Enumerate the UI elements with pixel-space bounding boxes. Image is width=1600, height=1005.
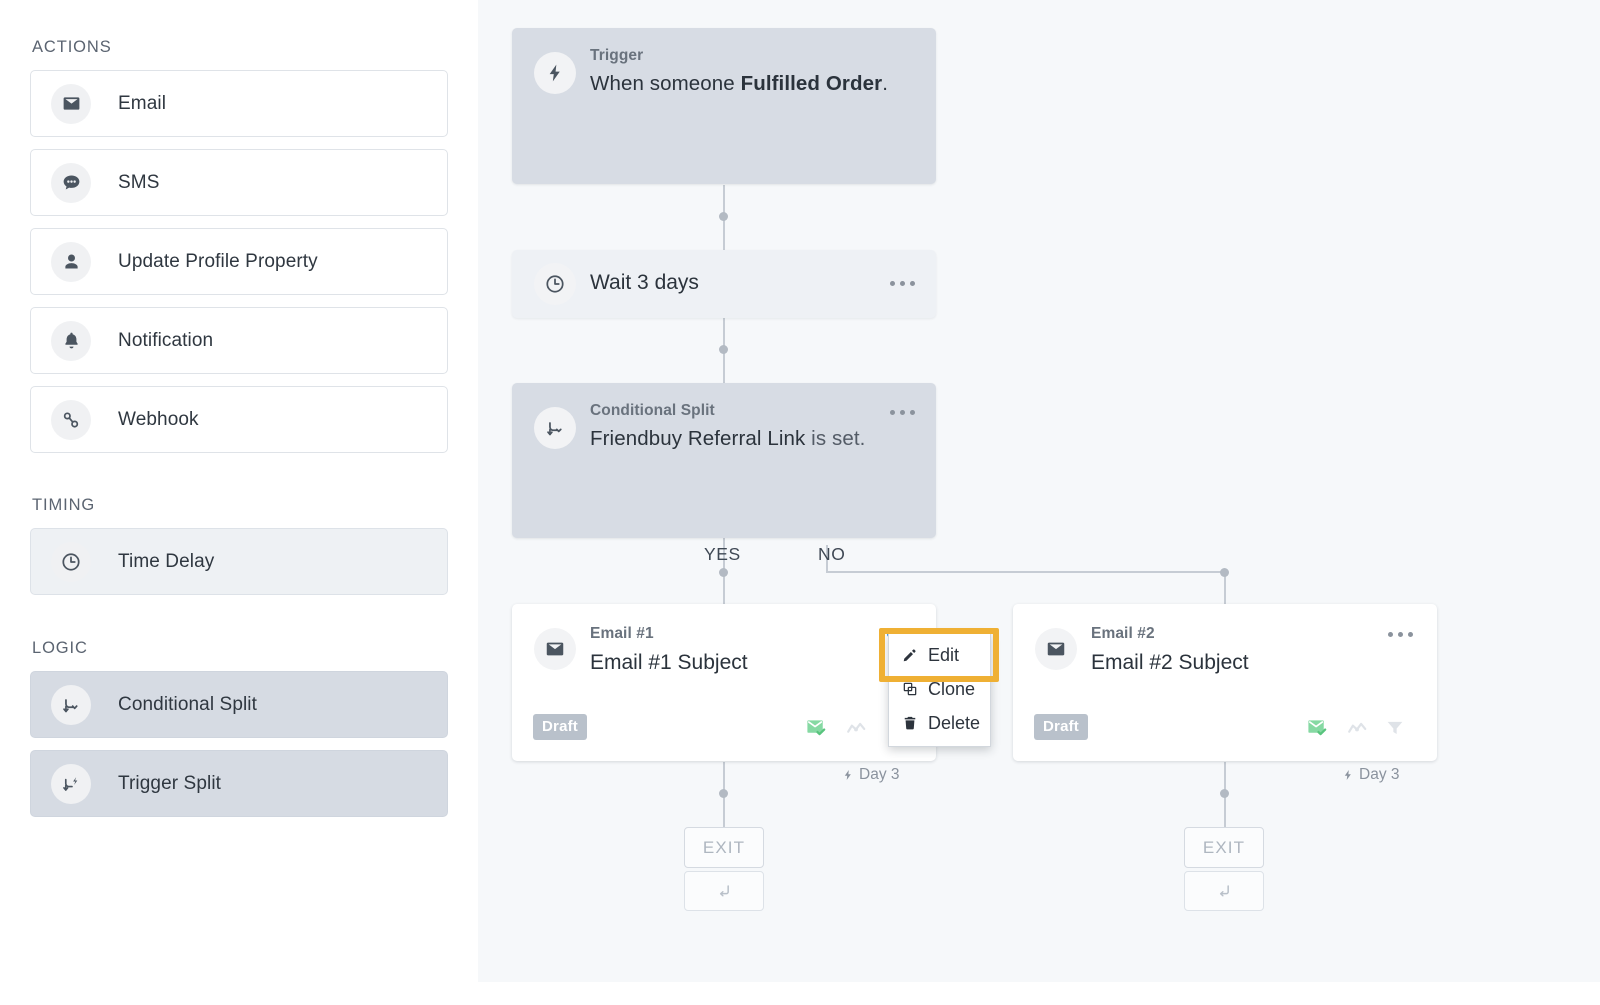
smart-sending-icon (1346, 717, 1368, 739)
trigger-title: When someone Fulfilled Order. (590, 72, 888, 95)
palette-item-conditional-split[interactable]: Conditional Split (30, 671, 448, 738)
envelope-icon (1035, 628, 1077, 670)
status-badge: Draft (1034, 714, 1089, 740)
branch-label-yes: YES (704, 544, 741, 564)
split-title: Friendbuy Referral Link is set. (590, 427, 866, 450)
envelope-icon (534, 628, 576, 670)
lightning-bolt-icon (534, 52, 576, 94)
smart-sending-icon (845, 717, 867, 739)
palette-item-label: SMS (118, 171, 160, 193)
trigger-kicker: Trigger (590, 47, 644, 64)
wait-node[interactable]: Wait 3 days (512, 250, 936, 318)
connector-no-down (1224, 571, 1226, 606)
palette-item-trigger-split[interactable]: Trigger Split (30, 750, 448, 817)
connector-no-horizontal (826, 571, 1226, 573)
palette-item-sms[interactable]: SMS (30, 149, 448, 216)
palette-item-time-delay[interactable]: Time Delay (30, 528, 448, 595)
chat-bubble-icon (51, 162, 91, 203)
split-kicker: Conditional Split (590, 402, 715, 419)
clock-icon (534, 263, 576, 305)
palette-item-update-profile-property[interactable]: Update Profile Property (30, 228, 448, 295)
status-badge: Draft (533, 714, 588, 740)
node-context-menu[interactable]: Edit Clone Delete (888, 633, 991, 747)
lightning-bolt-icon (844, 770, 851, 780)
palette-item-webhook[interactable]: Webhook (30, 386, 448, 453)
ellipsis-icon[interactable] (890, 410, 915, 415)
palette-item-label: Notification (118, 329, 214, 351)
conditional-split-icon (51, 684, 91, 725)
conditional-split-icon (534, 407, 576, 449)
flow-canvas[interactable]: Trigger When someone Fulfilled Order. Wa… (478, 0, 1600, 982)
email-2-day-label: Day 3 (1342, 766, 1400, 784)
ellipsis-icon[interactable] (890, 281, 915, 286)
palette-item-label: Time Delay (118, 550, 215, 572)
connector-dot (719, 568, 728, 577)
connector-dot (1220, 789, 1229, 798)
context-menu-item-clone[interactable]: Clone (889, 672, 990, 706)
email-1-title: Email #1 Subject (590, 651, 748, 674)
connector-no-stub (826, 545, 828, 572)
filter-icon (1385, 718, 1405, 738)
section-title-timing: TIMING (32, 496, 96, 514)
connector-dot (719, 212, 728, 221)
conditional-split-node[interactable]: Conditional Split Friendbuy Referral Lin… (512, 383, 936, 538)
connector-dot (719, 345, 728, 354)
exit-button-right[interactable]: EXIT (1184, 827, 1264, 868)
exit-button-left[interactable]: EXIT (684, 827, 764, 868)
clock-icon (51, 541, 91, 582)
connector-dot (719, 789, 728, 798)
palette-item-label: Email (118, 92, 167, 114)
webhook-icon (51, 399, 91, 440)
person-icon (51, 241, 91, 282)
connector-dot (1220, 568, 1229, 577)
palette-item-notification[interactable]: Notification (30, 307, 448, 374)
context-menu-label: Clone (928, 678, 976, 699)
pencil-icon (902, 647, 918, 663)
trigger-split-icon (51, 763, 91, 804)
email-1-card[interactable]: Email #1 Email #1 Subject Draft (512, 604, 936, 761)
email-2-title: Email #2 Subject (1091, 651, 1249, 674)
context-menu-item-delete[interactable]: Delete (889, 706, 990, 740)
palette-item-label: Conditional Split (118, 693, 258, 715)
copy-icon (902, 681, 918, 697)
email-sent-check-icon (1306, 716, 1329, 739)
context-menu-label: Delete (928, 712, 981, 733)
section-title-logic: LOGIC (32, 639, 88, 657)
email-2-status-icons (1306, 716, 1405, 739)
trash-icon (902, 715, 918, 731)
email-1-day-label: Day 3 (842, 766, 900, 784)
email-sent-check-icon (805, 716, 828, 739)
trigger-node[interactable]: Trigger When someone Fulfilled Order. (512, 28, 936, 184)
palette-item-label: Update Profile Property (118, 250, 318, 272)
palette-item-email[interactable]: Email (30, 70, 448, 137)
return-arrow-icon-left[interactable] (684, 871, 764, 911)
ellipsis-icon[interactable] (1388, 632, 1413, 637)
section-title-actions: ACTIONS (32, 38, 112, 56)
email-1-kicker: Email #1 (590, 625, 654, 642)
context-menu-label: Edit (928, 644, 960, 665)
palette-item-label: Webhook (118, 408, 199, 430)
email-2-card[interactable]: Email #2 Email #2 Subject Draft (1013, 604, 1437, 761)
email-2-kicker: Email #2 (1091, 625, 1155, 642)
email-1-status-icons (805, 716, 867, 739)
actions-sidebar: ACTIONS Email SMS Update Profile Propert… (0, 0, 478, 1005)
palette-item-label: Trigger Split (118, 772, 222, 794)
branch-label-no: NO (818, 544, 846, 564)
wait-title: Wait 3 days (590, 271, 699, 294)
lightning-bolt-icon (1344, 770, 1351, 780)
bell-icon (51, 320, 91, 361)
context-menu-item-edit[interactable]: Edit (889, 638, 990, 672)
return-arrow-icon-right[interactable] (1184, 871, 1264, 911)
envelope-icon (51, 83, 91, 124)
